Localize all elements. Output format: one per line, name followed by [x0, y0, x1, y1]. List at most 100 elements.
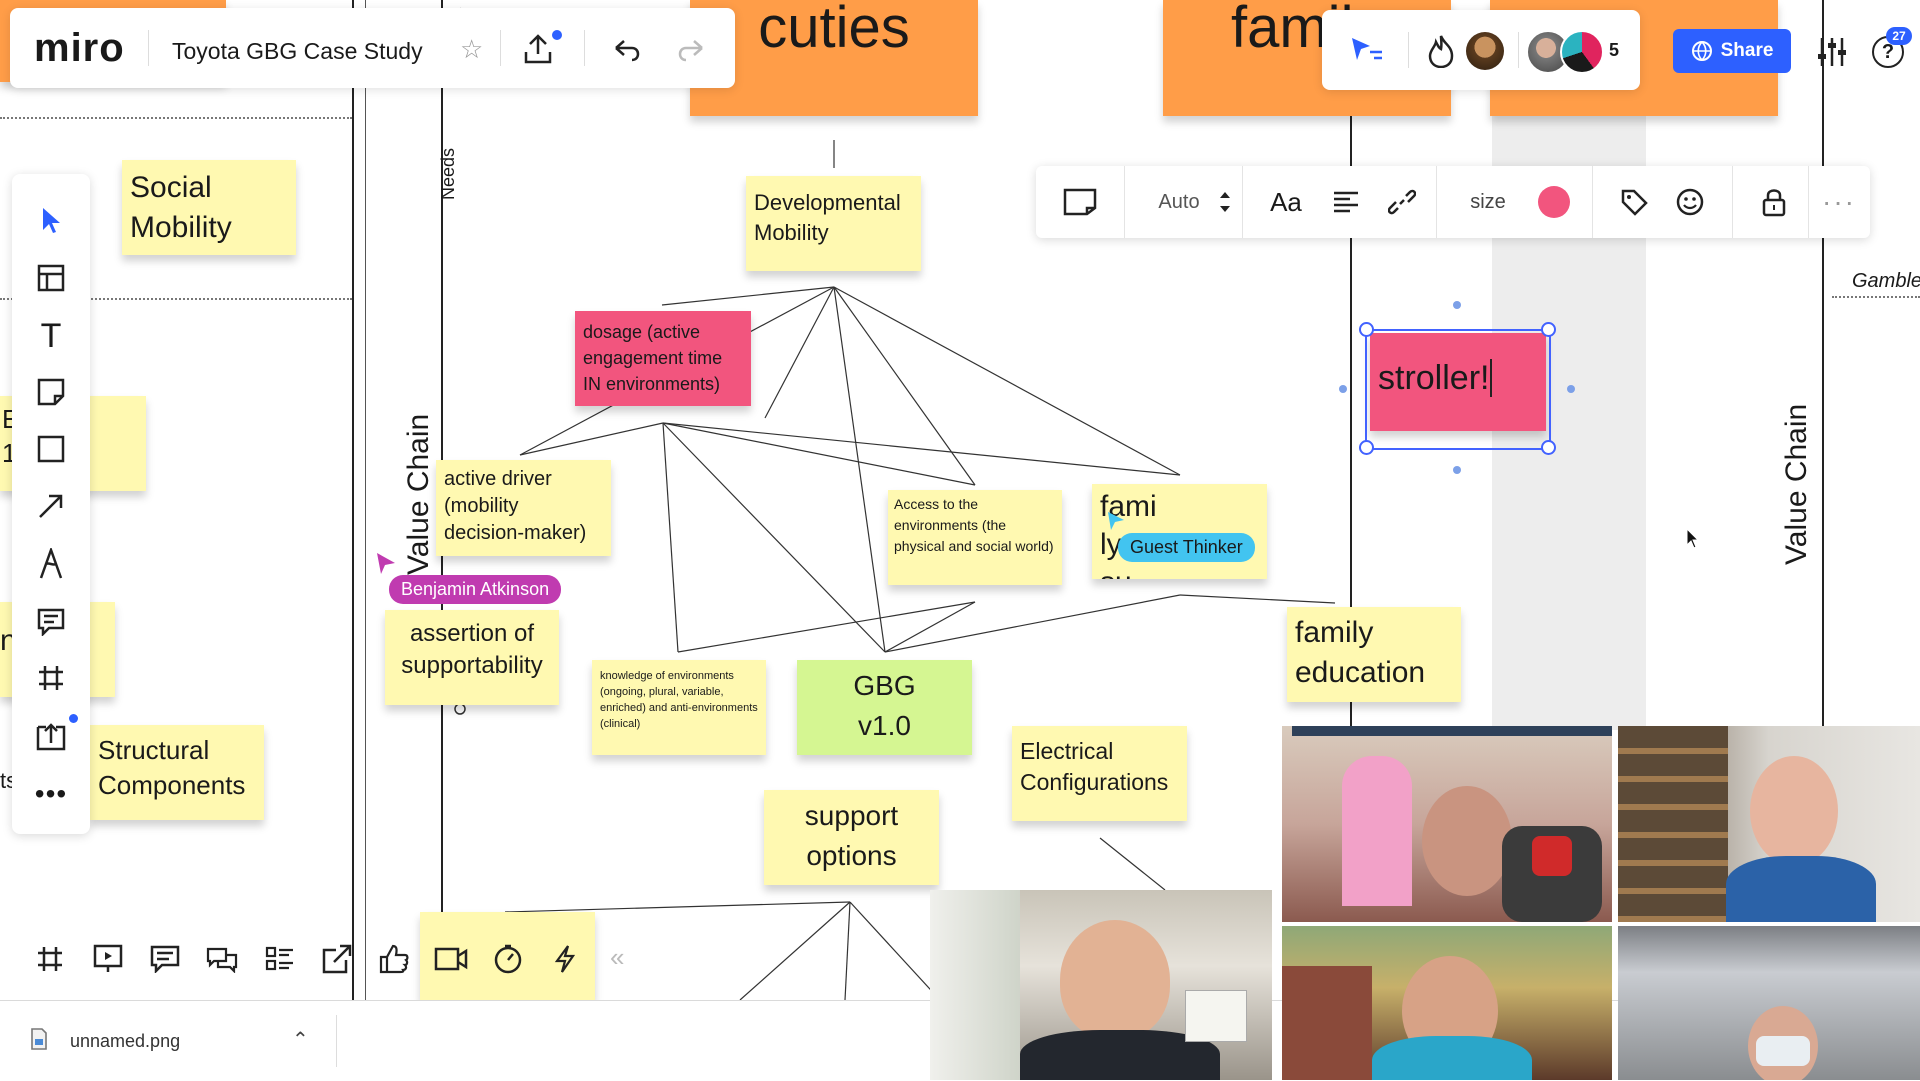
follow-icon[interactable]	[1350, 36, 1384, 66]
connection-point[interactable]	[1453, 466, 1461, 474]
video-tile[interactable]	[930, 890, 1272, 1080]
sticky-note[interactable]: support options	[764, 790, 939, 885]
resize-handle[interactable]	[1541, 322, 1556, 337]
cards-button[interactable]	[256, 935, 304, 983]
text-align-button[interactable]	[1318, 166, 1374, 238]
creation-toolbar: T •••	[12, 174, 90, 834]
avatar[interactable]	[1560, 30, 1604, 74]
connection-line-tool[interactable]	[27, 482, 75, 530]
collaborator-count[interactable]: 5	[1609, 40, 1620, 60]
apps-button[interactable]	[541, 935, 589, 983]
chevron-up-icon[interactable]: ⌃	[292, 1029, 309, 1051]
miro-logo[interactable]: miro	[34, 26, 125, 70]
sticky-note[interactable]: Social Mobility	[122, 160, 296, 255]
frame-line	[1822, 0, 1824, 730]
divider	[1242, 166, 1243, 238]
share-screen-button[interactable]	[313, 935, 361, 983]
reactions-fire-icon[interactable]	[1426, 34, 1456, 68]
tag-button[interactable]	[1606, 166, 1662, 238]
sticky-shape-button[interactable]	[1060, 166, 1100, 238]
sticky-note[interactable]: GBG v1.0	[797, 660, 972, 755]
connection-point[interactable]	[1339, 385, 1347, 393]
sticky-note[interactable]: family su	[1092, 484, 1267, 579]
download-item[interactable]: unnamed.png ⌃	[20, 1015, 320, 1065]
link-button[interactable]	[1374, 166, 1430, 238]
video-camera-icon	[434, 947, 468, 971]
comment-tool[interactable]	[27, 598, 75, 646]
font-button[interactable]: Aa	[1270, 186, 1302, 217]
list-icon	[265, 946, 293, 971]
sticky-note[interactable]: Electrical Configurations	[1012, 726, 1187, 821]
sticky-note-selected[interactable]: stroller!	[1370, 333, 1546, 431]
sticky-note[interactable]: cuties	[690, 0, 978, 116]
connection-point[interactable]	[1567, 385, 1575, 393]
sticky-note[interactable]: dosage (active engagement time IN enviro…	[575, 311, 751, 406]
text-tool[interactable]: T	[27, 312, 75, 360]
board-title[interactable]: Toyota GBG Case Study	[172, 38, 423, 64]
collapse-toolbar-icon[interactable]: «	[610, 942, 625, 972]
video-call-button[interactable]	[427, 935, 475, 983]
sticky-note[interactable]: Structural Components	[90, 725, 264, 820]
color-picker-button[interactable]	[1526, 166, 1582, 238]
star-icon[interactable]: ☆	[460, 34, 484, 64]
settings-sliders-icon[interactable]	[1816, 36, 1848, 68]
avatar[interactable]	[1466, 32, 1504, 70]
divider	[1808, 166, 1809, 238]
participant-video	[1372, 1036, 1532, 1080]
shape-tool[interactable]	[27, 425, 75, 473]
video-tile[interactable]	[1618, 926, 1920, 1080]
participant-video	[1060, 920, 1170, 1040]
participant-video	[1422, 786, 1512, 896]
participant-video	[1532, 836, 1572, 876]
frames-button[interactable]	[26, 935, 74, 983]
more-options-button[interactable]: ···	[1814, 166, 1864, 238]
text-icon: T	[40, 316, 62, 355]
board-header: miro Toyota GBG Case Study ☆	[10, 8, 735, 88]
timer-button[interactable]	[484, 935, 532, 983]
sticky-note[interactable]: active driver (mobility decision-maker)	[436, 460, 611, 556]
voting-button[interactable]	[370, 935, 418, 983]
sticky-note-tool[interactable]	[27, 368, 75, 416]
reaction-button[interactable]	[1662, 166, 1718, 238]
file-icon	[31, 1028, 47, 1050]
font-size-select[interactable]: Auto	[1140, 166, 1250, 238]
connection-point[interactable]	[1453, 301, 1461, 309]
pen-icon	[39, 548, 63, 579]
align-left-icon	[1334, 191, 1358, 213]
resize-handle[interactable]	[1541, 440, 1556, 455]
undo-icon[interactable]	[610, 38, 644, 64]
select-tool[interactable]	[27, 196, 75, 244]
resize-handle[interactable]	[1359, 440, 1374, 455]
participant-video	[1618, 726, 1728, 922]
chat-button[interactable]	[198, 935, 246, 983]
frame-line	[365, 0, 366, 1000]
sticky-note[interactable]: family education	[1287, 607, 1461, 702]
resize-handle[interactable]	[1359, 322, 1374, 337]
templates-tool[interactable]	[27, 254, 75, 302]
divider	[1408, 32, 1409, 68]
comments-button[interactable]	[141, 935, 189, 983]
divider	[1732, 166, 1733, 238]
frame-tool[interactable]	[27, 654, 75, 702]
video-tile[interactable]	[1618, 726, 1920, 922]
sticky-note[interactable]: Developmental Mobility	[746, 176, 921, 271]
sticky-note[interactable]: assertion of supportability	[385, 610, 559, 705]
sticky-note[interactable]: knowledge of environments (ongoing, plur…	[592, 660, 766, 755]
thumbs-up-icon	[379, 944, 409, 974]
more-tools-button[interactable]: •••	[27, 770, 75, 818]
sticky-note[interactable]: Access to the environments (the physical…	[888, 490, 1062, 585]
export-icon[interactable]	[520, 32, 556, 68]
lock-button[interactable]	[1746, 166, 1802, 238]
video-tile[interactable]	[1282, 926, 1612, 1080]
size-button[interactable]: size	[1470, 190, 1506, 213]
upload-icon	[36, 723, 66, 751]
share-button[interactable]: Share	[1673, 29, 1791, 73]
redo-icon[interactable]	[674, 38, 708, 64]
timer-icon	[494, 944, 522, 974]
video-tile[interactable]	[1282, 726, 1612, 922]
presentation-button[interactable]	[84, 935, 132, 983]
lightning-icon	[554, 945, 576, 973]
pen-tool[interactable]	[27, 540, 75, 588]
upload-tool[interactable]	[27, 712, 78, 760]
cursor-arrow-icon	[1108, 512, 1124, 530]
